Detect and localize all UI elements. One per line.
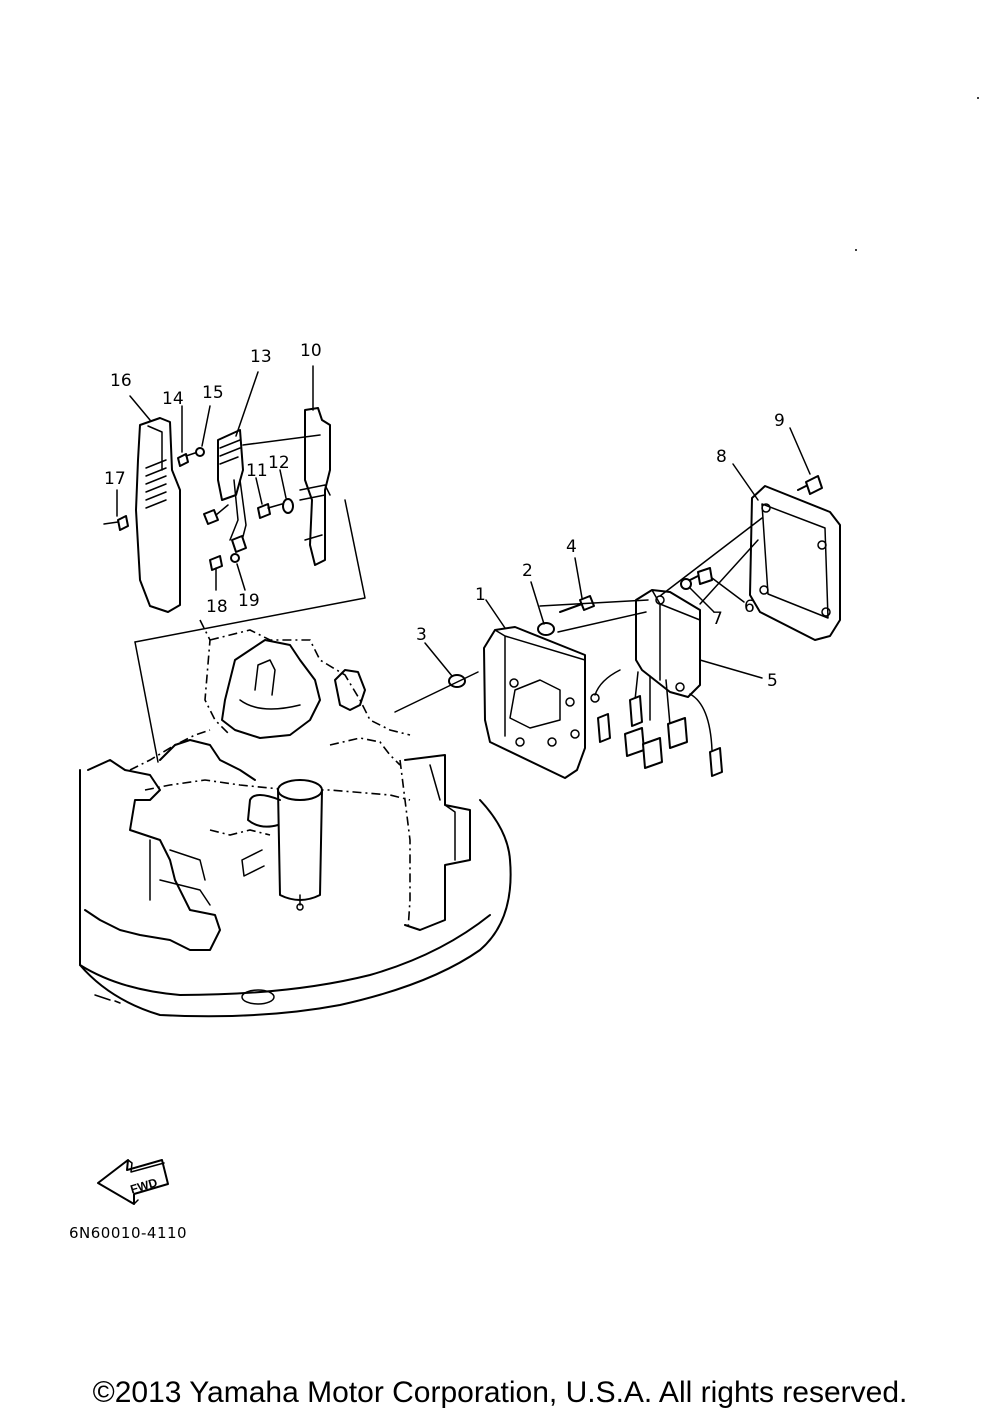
engine-cowling (79, 619, 512, 1018)
leader-lines (116, 365, 811, 679)
callout-2: 2 (522, 561, 533, 581)
callout-13: 13 (250, 347, 272, 367)
callout-17: 17 (104, 469, 126, 489)
callout-14: 14 (162, 389, 184, 409)
callout-1: 1 (475, 585, 486, 605)
bracket-assembly (103, 407, 366, 763)
fwd-arrow-icon: FWD (97, 1159, 169, 1205)
callout-7: 7 (712, 609, 723, 629)
callout-11: 11 (246, 461, 268, 481)
callout-15: 15 (202, 383, 224, 403)
diagram-part-code: 6N60010-4110 (69, 1224, 187, 1242)
callout-9: 9 (774, 411, 785, 431)
callout-12: 12 (268, 453, 290, 473)
callout-19: 19 (238, 591, 260, 611)
callout-18: 18 (206, 597, 228, 617)
callout-4: 4 (566, 537, 577, 557)
callout-6: 6 (744, 597, 755, 617)
callout-8: 8 (716, 447, 727, 467)
cdi-assembly (394, 475, 841, 779)
callout-5: 5 (767, 671, 778, 691)
callout-16: 16 (110, 371, 132, 391)
callout-3: 3 (416, 625, 427, 645)
callout-labels: 1 2 3 4 5 6 7 8 9 10 11 12 13 14 15 16 1… (104, 341, 785, 691)
callout-10: 10 (300, 341, 322, 361)
copyright-notice: ©2013 Yamaha Motor Corporation, U.S.A. A… (92, 1376, 908, 1409)
